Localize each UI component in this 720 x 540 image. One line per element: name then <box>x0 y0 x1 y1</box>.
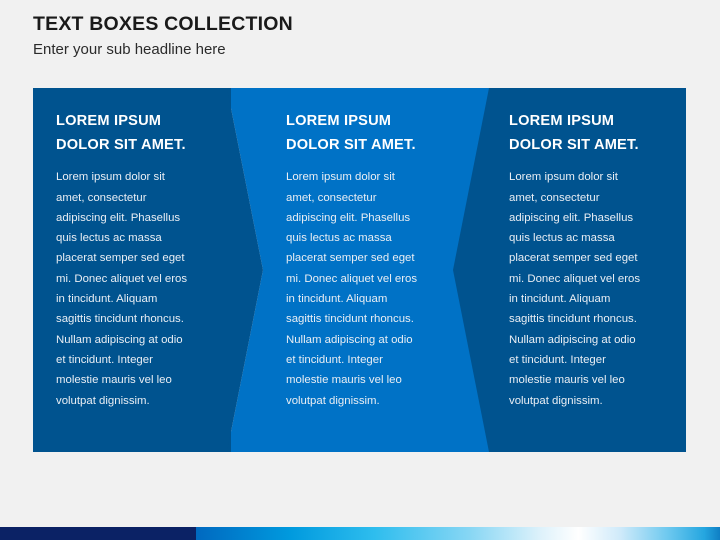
text-box-2[interactable] <box>263 88 460 452</box>
bottom-bar-gradient-segment <box>196 527 720 540</box>
text-box-1[interactable] <box>33 88 231 452</box>
page-subtitle: Enter your sub headline here <box>33 41 226 59</box>
bottom-bar-navy-segment <box>0 527 196 540</box>
page-header: TEXT BOXES COLLECTION Enter your sub hea… <box>33 13 633 59</box>
text-box-3[interactable] <box>489 88 686 452</box>
page-title: TEXT BOXES COLLECTION <box>33 13 293 35</box>
bottom-accent-bar <box>0 527 720 540</box>
